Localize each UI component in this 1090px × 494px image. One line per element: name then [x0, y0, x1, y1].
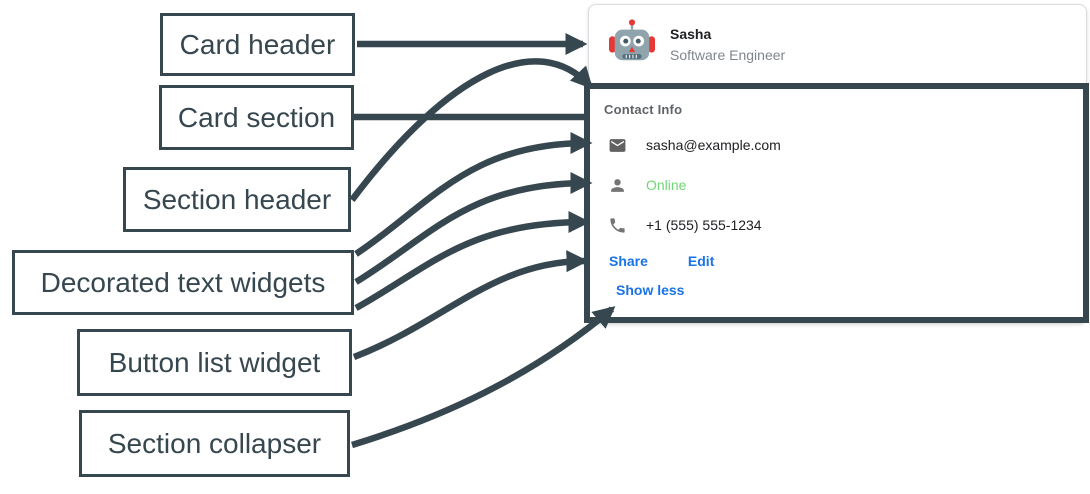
edit-button[interactable]: Edit	[687, 253, 715, 269]
label-section-collapser-text: Section collapser	[107, 427, 322, 459]
arrow-section-collapser	[351, 306, 616, 449]
status-text: Online	[646, 177, 687, 193]
decorated-text-status: Online	[608, 175, 686, 195]
section-header-text: Contact Info	[604, 102, 683, 117]
phone-icon	[610, 217, 625, 233]
label-decorated-text-widgets-text: Decorated text widgets	[40, 266, 326, 298]
label-decorated-text-widgets: Decorated text widgets	[12, 250, 354, 315]
email-text: sasha@example.com	[646, 137, 781, 153]
decorated-text-phone: +1 (555) 555-1234	[608, 215, 762, 235]
robot-avatar-icon	[609, 18, 655, 68]
label-card-header-text: Card header	[179, 28, 336, 60]
person-icon	[611, 178, 624, 192]
card-header-title: Sasha	[670, 26, 712, 42]
label-card-section-text: Card section	[177, 101, 336, 133]
label-section-header-text: Section header	[142, 183, 332, 215]
phone-text: +1 (555) 555-1234	[646, 217, 762, 233]
arrow-decorated-email	[354, 131, 593, 257]
label-section-header: Section header	[123, 167, 351, 232]
arrow-decorated-phone	[354, 210, 591, 311]
arrow-decorated-status	[354, 171, 593, 285]
label-button-list-widget-text: Button list widget	[108, 346, 321, 378]
label-button-list-widget: Button list widget	[77, 329, 352, 396]
show-less-collapser[interactable]: Show less	[616, 282, 685, 298]
label-card-header: Card header	[160, 13, 355, 76]
decorated-text-email: sasha@example.com	[608, 135, 781, 155]
arrow-section-header	[349, 58, 594, 202]
email-icon	[609, 138, 626, 152]
share-button[interactable]: Share	[609, 253, 648, 269]
button-list: Share Edit	[609, 253, 714, 269]
label-card-section: Card section	[159, 85, 354, 150]
label-section-collapser: Section collapser	[79, 410, 350, 477]
arrow-button-list	[352, 250, 589, 361]
contact-card: Sasha Software Engineer Contact Info sas…	[588, 4, 1087, 324]
card-header-subtitle: Software Engineer	[670, 47, 786, 63]
